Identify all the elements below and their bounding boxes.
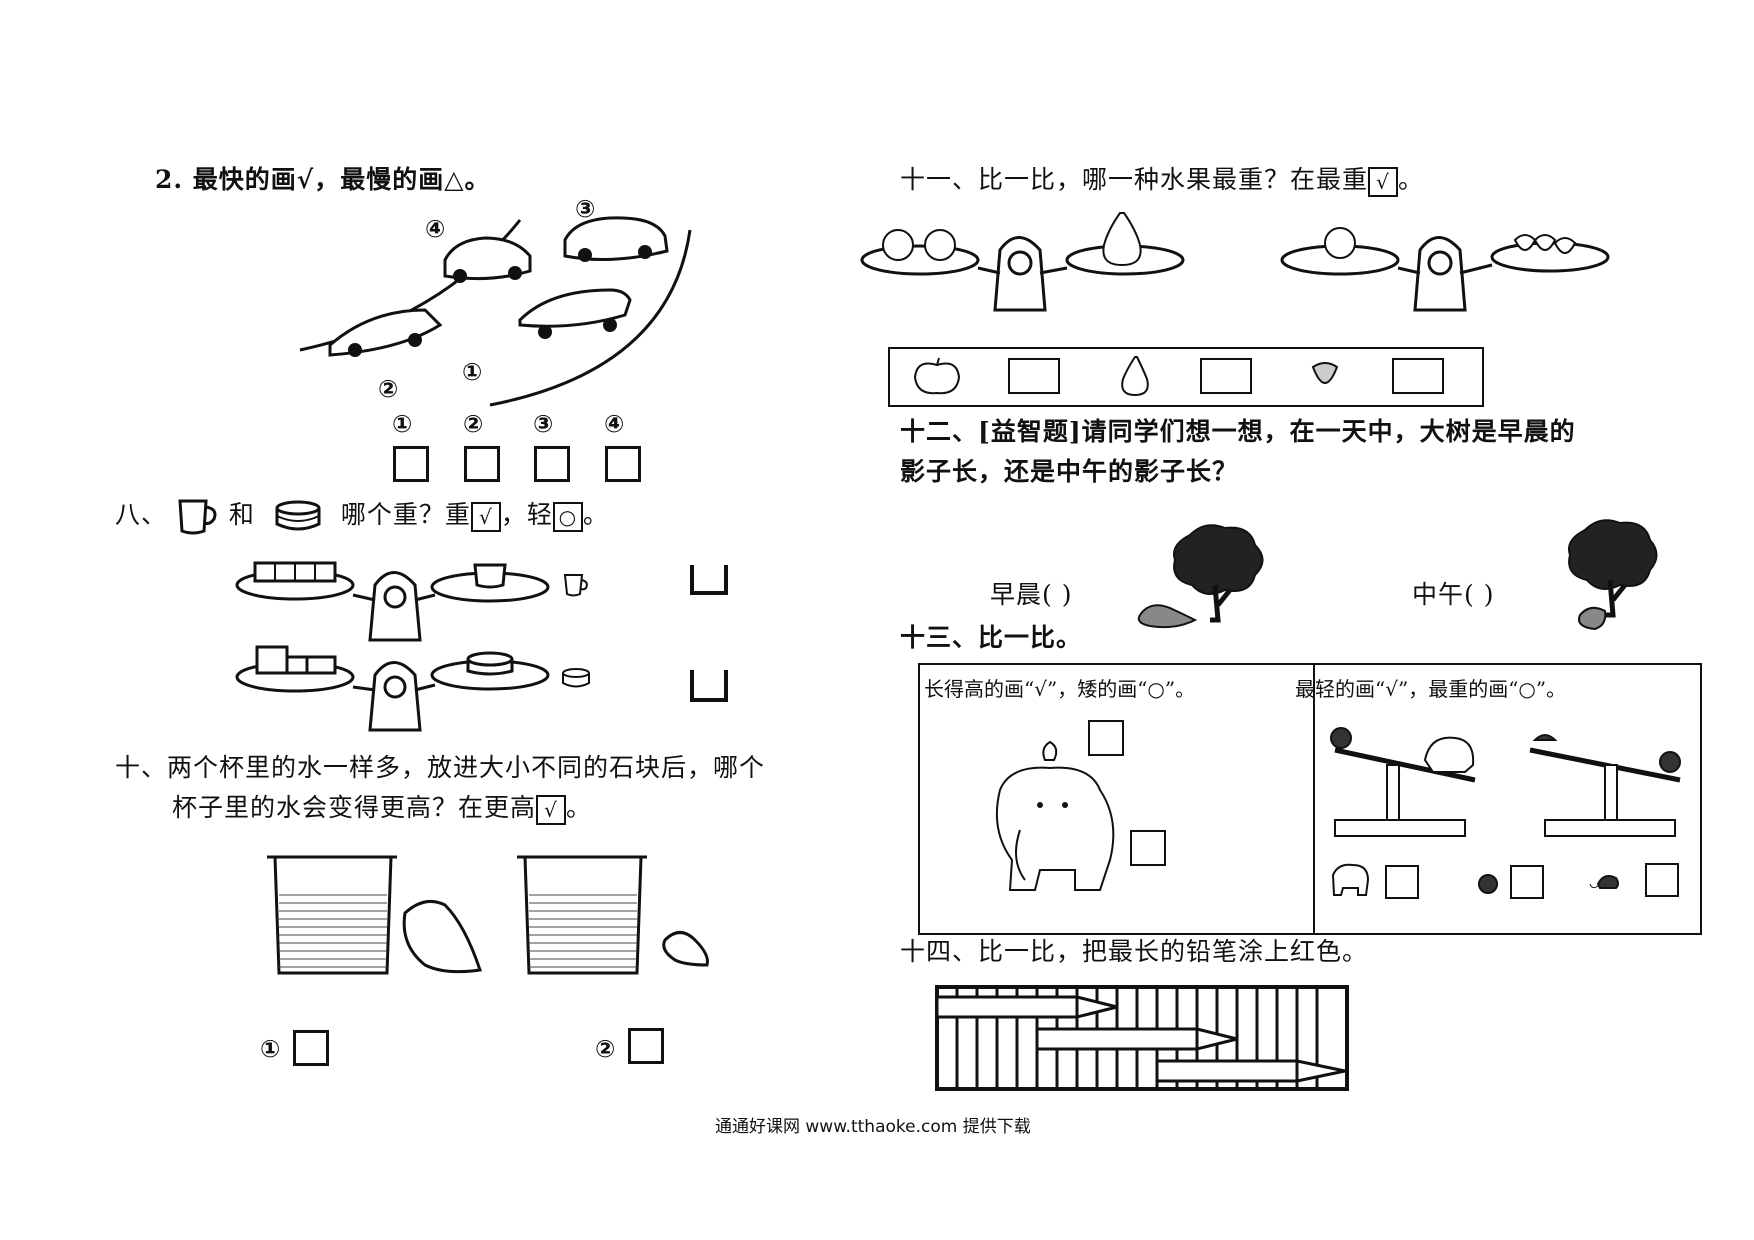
strawberry-answer-box[interactable]: [1392, 358, 1444, 394]
noon-answer[interactable]: 中午( ): [1412, 580, 1495, 609]
answer-box-4[interactable]: [605, 446, 641, 482]
small-mouse-icon: [1589, 875, 1619, 889]
morning-answer[interactable]: 早晨( ): [990, 580, 1073, 609]
beaker-label-2: ②: [595, 1035, 616, 1063]
question-11-title: 十一、比一比，哪一种水果最重？在最重√。: [900, 160, 1424, 197]
balance-scale-2: [235, 645, 550, 732]
strawberry-icon: [1311, 362, 1339, 384]
answer-box-3[interactable]: [534, 446, 570, 482]
question-10-line2: 杯子里的水会变得更高？在更高√。: [172, 788, 592, 825]
question-13-title: 十三、比一比。: [900, 623, 1083, 652]
question-10-line1: 十、两个杯里的水一样多，放进大小不同的石块后，哪个: [115, 753, 766, 782]
can-icon: [275, 500, 321, 530]
answer-label-2: ②: [463, 410, 484, 438]
cat-answer-box[interactable]: [1510, 865, 1544, 899]
answer-bracket-2[interactable]: [690, 670, 728, 702]
heavy-check-box: √: [470, 501, 501, 532]
pear-answer-box[interactable]: [1200, 358, 1252, 394]
q13-left-instruction: 长得高的画“√”，矮的画“○”。: [924, 677, 1196, 701]
light-circle-box: ○: [552, 501, 583, 532]
q13-frame: 长得高的画“√”，矮的画“○”。 最轻的画“√”，最重的画“○”。: [918, 663, 1702, 935]
small-cup-icon: [563, 574, 588, 597]
race-track-illustration: [299, 216, 692, 407]
apple-answer-box[interactable]: [1008, 358, 1060, 394]
pencil-1: [935, 995, 1118, 1019]
short-answer-box[interactable]: [1130, 830, 1166, 866]
question-14-title: 十四、比一比，把最长的铅笔涂上红色。: [900, 937, 1369, 966]
answer-bracket-1[interactable]: [690, 565, 728, 595]
seesaw-elephant-cat-icon: [1330, 727, 1476, 837]
cup-icon: [178, 499, 217, 534]
car-label-3: ③: [575, 195, 596, 223]
beaker-label-1: ①: [260, 1035, 281, 1063]
beaker-answer-box-1[interactable]: [293, 1030, 329, 1066]
fruit-scale-2: [1280, 227, 1610, 312]
tree-noon-shadow-icon: [1568, 519, 1658, 631]
answer-label-3: ③: [533, 410, 554, 438]
beaker-1-with-stone: [267, 855, 482, 975]
car-label-4: ④: [425, 215, 446, 243]
apple-icon: [913, 357, 961, 395]
beaker-2-with-stone: [517, 855, 709, 975]
small-cat-icon: [1478, 874, 1498, 894]
beaker-answer-box-2[interactable]: [628, 1028, 664, 1064]
small-can-icon: [562, 668, 590, 688]
tree-morning-shadow-icon: [1137, 524, 1264, 629]
car-icon: [328, 216, 669, 357]
q13-divider: [1313, 665, 1315, 933]
question-8-title: 八、 和 哪个重？重√，轻○。: [115, 495, 609, 537]
answer-label-4: ④: [604, 410, 625, 438]
higher-check-box: √: [536, 794, 567, 825]
pencils-grid-illustration: [935, 985, 1349, 1091]
car-label-2: ②: [378, 375, 399, 403]
seesaw-mouse-cat-icon: [1529, 734, 1681, 837]
pear-icon: [1121, 356, 1149, 397]
car-label-1: ①: [462, 358, 483, 386]
elephant-answer-box[interactable]: [1385, 865, 1419, 899]
balance-scale-1: [235, 561, 550, 642]
q13-right-instruction: 最轻的画“√”，最重的画“○”。: [1295, 677, 1567, 701]
answer-box-2[interactable]: [464, 446, 500, 482]
heaviest-check-box: √: [1368, 166, 1399, 197]
small-elephant-icon: [1331, 863, 1370, 896]
footer-credit: 通通好课网 www.tthaoke.com 提供下载: [715, 1117, 1031, 1137]
fruit-scale-1: [860, 212, 1185, 312]
question-2-title: 2. 最快的画√，最慢的画△。: [155, 165, 491, 194]
question-12-line2: 影子长，还是中午的影子长？: [900, 457, 1239, 486]
mouse-answer-box[interactable]: [1645, 863, 1679, 897]
pencil-3: [1155, 1059, 1346, 1083]
answer-label-1: ①: [392, 410, 413, 438]
question-12-line1: 十二、[益智题]请同学们想一想，在一天中，大树是早晨的: [900, 417, 1576, 446]
fruit-answer-row: [888, 347, 1484, 407]
tall-answer-box[interactable]: [1088, 720, 1124, 756]
elephant-with-bird-icon: [995, 740, 1115, 891]
pencil-2: [1035, 1027, 1238, 1051]
answer-box-1[interactable]: [393, 446, 429, 482]
